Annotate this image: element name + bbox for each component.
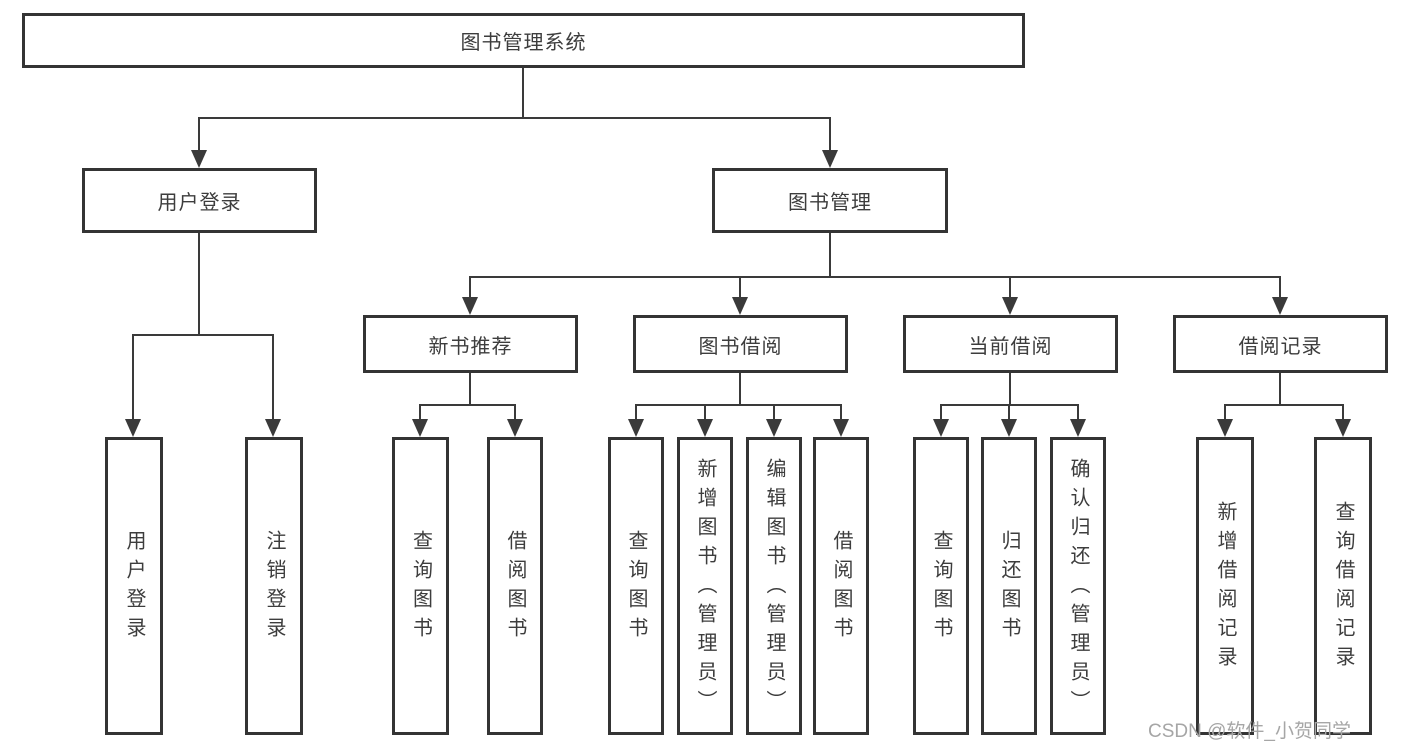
connector-line xyxy=(635,404,842,406)
leaf-add-borrow-record: 新增借阅记录 xyxy=(1196,437,1254,735)
node-library-system: 图书管理系统 xyxy=(22,13,1025,68)
connector-line xyxy=(1077,404,1079,422)
arrow-down-icon xyxy=(766,419,782,437)
connector-line xyxy=(1224,404,1344,406)
arrow-down-icon xyxy=(1070,419,1086,437)
arrow-down-icon xyxy=(822,150,838,168)
node-book-management: 图书管理 xyxy=(712,168,948,233)
connector-line xyxy=(198,117,200,153)
connector-line xyxy=(514,404,516,422)
arrow-down-icon xyxy=(833,419,849,437)
leaf-logout: 注销登录 xyxy=(245,437,303,735)
connector-line xyxy=(940,404,942,422)
leaf-query-books-recommend: 查询图书 xyxy=(392,437,449,735)
connector-line xyxy=(1279,276,1281,302)
leaf-borrow-books-recommend: 借阅图书 xyxy=(487,437,543,735)
arrow-down-icon xyxy=(933,419,949,437)
arrow-down-icon xyxy=(507,419,523,437)
node-new-book-recommend: 新书推荐 xyxy=(363,315,578,373)
connector-line xyxy=(469,276,471,302)
node-current-borrow: 当前借阅 xyxy=(903,315,1118,373)
arrow-down-icon xyxy=(462,297,478,315)
connector-line xyxy=(419,404,421,422)
arrow-down-icon xyxy=(125,419,141,437)
arrow-down-icon xyxy=(1217,419,1233,437)
connector-line xyxy=(739,276,741,302)
connector-line xyxy=(739,373,741,406)
connector-line xyxy=(773,404,775,422)
connector-line xyxy=(1009,373,1011,406)
arrow-down-icon xyxy=(1272,297,1288,315)
arrow-down-icon xyxy=(1335,419,1351,437)
arrow-down-icon xyxy=(265,419,281,437)
node-user-login: 用户登录 xyxy=(82,168,317,233)
connector-line xyxy=(132,334,134,422)
connector-line xyxy=(469,373,471,406)
connector-line xyxy=(704,404,706,422)
arrow-down-icon xyxy=(191,150,207,168)
connector-line xyxy=(198,233,200,336)
connector-line xyxy=(198,117,831,119)
connector-line xyxy=(1342,404,1344,422)
leaf-query-borrow-record: 查询借阅记录 xyxy=(1314,437,1372,735)
connector-line xyxy=(1009,276,1011,302)
connector-line xyxy=(1279,373,1281,406)
connector-line xyxy=(829,233,831,278)
connector-line xyxy=(635,404,637,422)
leaf-edit-book-admin: 编辑图书（管理员） xyxy=(746,437,802,735)
connector-line xyxy=(829,117,831,153)
watermark: CSDN @软件_小贺同学 xyxy=(1148,721,1351,742)
arrow-down-icon xyxy=(697,419,713,437)
connector-line xyxy=(1008,404,1010,422)
arrow-down-icon xyxy=(1001,419,1017,437)
node-book-borrow: 图书借阅 xyxy=(633,315,848,373)
connector-line xyxy=(522,68,524,118)
arrow-down-icon xyxy=(732,297,748,315)
connector-line xyxy=(469,276,1281,278)
leaf-return-book: 归还图书 xyxy=(981,437,1037,735)
connector-line xyxy=(840,404,842,422)
leaf-query-books-borrow: 查询图书 xyxy=(608,437,664,735)
connector-line xyxy=(272,334,274,422)
leaf-user-login: 用户登录 xyxy=(105,437,163,735)
connector-line xyxy=(132,334,274,336)
leaf-query-books-current: 查询图书 xyxy=(913,437,969,735)
leaf-borrow-books: 借阅图书 xyxy=(813,437,869,735)
leaf-confirm-return-admin: 确认归还（管理员） xyxy=(1050,437,1106,735)
connector-line xyxy=(419,404,516,406)
leaf-add-book-admin: 新增图书（管理员） xyxy=(677,437,733,735)
arrow-down-icon xyxy=(628,419,644,437)
connector-line xyxy=(1224,404,1226,422)
node-borrow-records: 借阅记录 xyxy=(1173,315,1388,373)
arrow-down-icon xyxy=(412,419,428,437)
arrow-down-icon xyxy=(1002,297,1018,315)
